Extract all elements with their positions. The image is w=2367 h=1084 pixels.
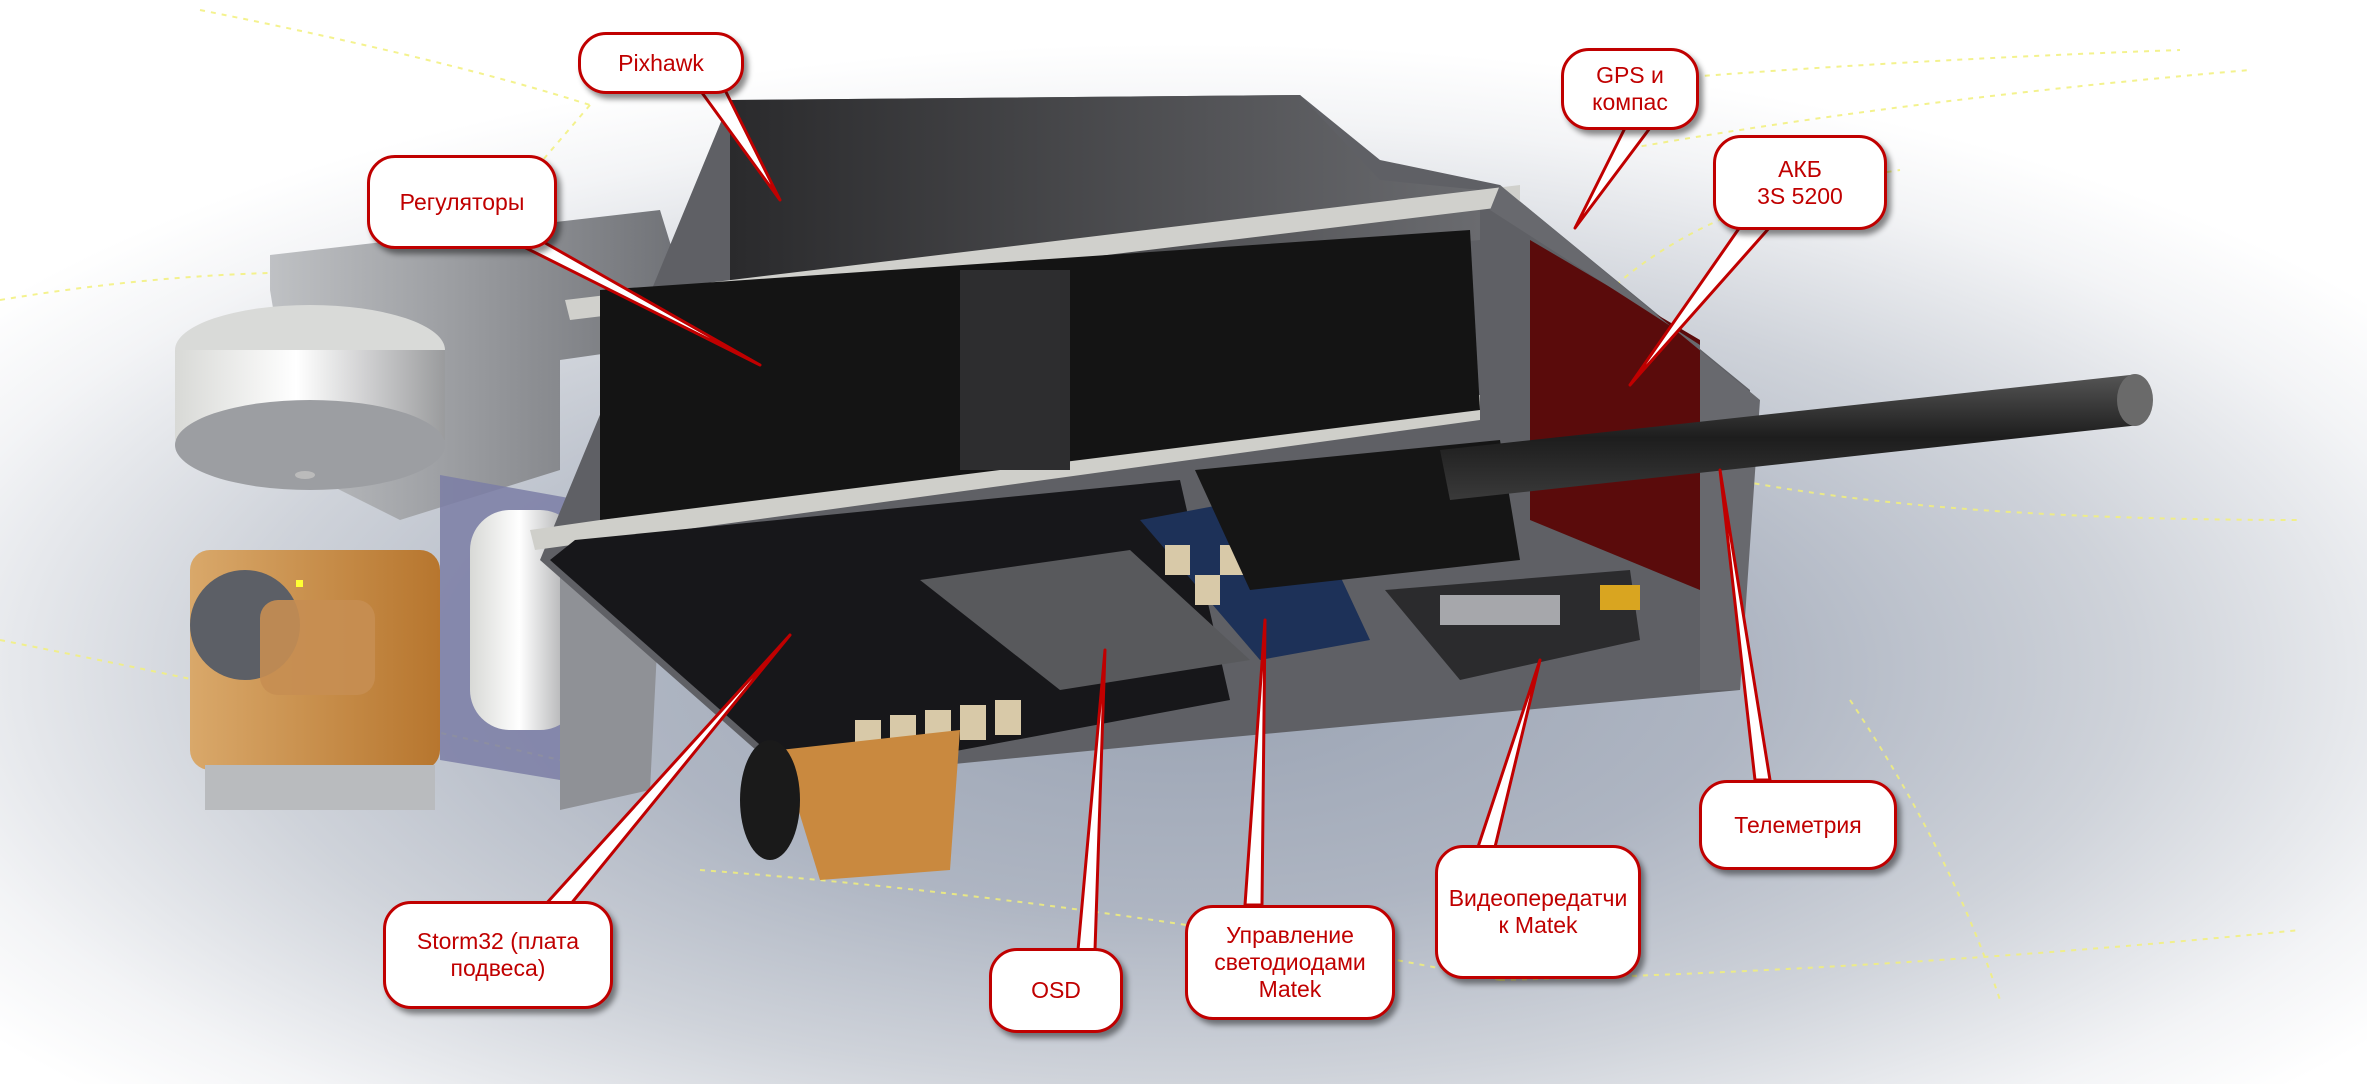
callout-gps-text: GPS и компас: [1592, 62, 1668, 115]
callout-storm32-text: Storm32 (плата подвеса): [416, 928, 580, 981]
callout-led-control: Управление светодиодами Matek: [1185, 905, 1395, 1020]
callout-esc: Регуляторы: [367, 155, 557, 249]
callout-storm32: Storm32 (плата подвеса): [383, 901, 613, 1009]
callout-vtx-text: Видеопередатчи к Matek: [1448, 885, 1628, 938]
callout-battery: АКБ 3S 5200: [1713, 135, 1887, 230]
fpv-camera: [190, 550, 440, 810]
callout-battery-text: АКБ 3S 5200: [1757, 155, 1843, 209]
callout-esc-text: Регуляторы: [399, 188, 525, 215]
main-frame: [530, 95, 1760, 880]
callout-osd-text: OSD: [1031, 977, 1081, 1004]
gimbal-assembly: [175, 210, 700, 810]
callout-gps: GPS и компас: [1561, 48, 1699, 130]
callout-led-control-text: Управление светодиодами Matek: [1214, 922, 1366, 1002]
callout-telemetry-text: Телеметрия: [1734, 811, 1862, 838]
callout-pixhawk: Pixhawk: [578, 32, 744, 94]
telemetry-antenna: [1440, 374, 2153, 500]
callout-telemetry: Телеметрия: [1699, 780, 1897, 870]
callout-vtx: Видеопередатчи к Matek: [1435, 845, 1641, 979]
callout-osd: OSD: [989, 948, 1123, 1033]
callout-pixhawk-text: Pixhawk: [618, 49, 704, 76]
